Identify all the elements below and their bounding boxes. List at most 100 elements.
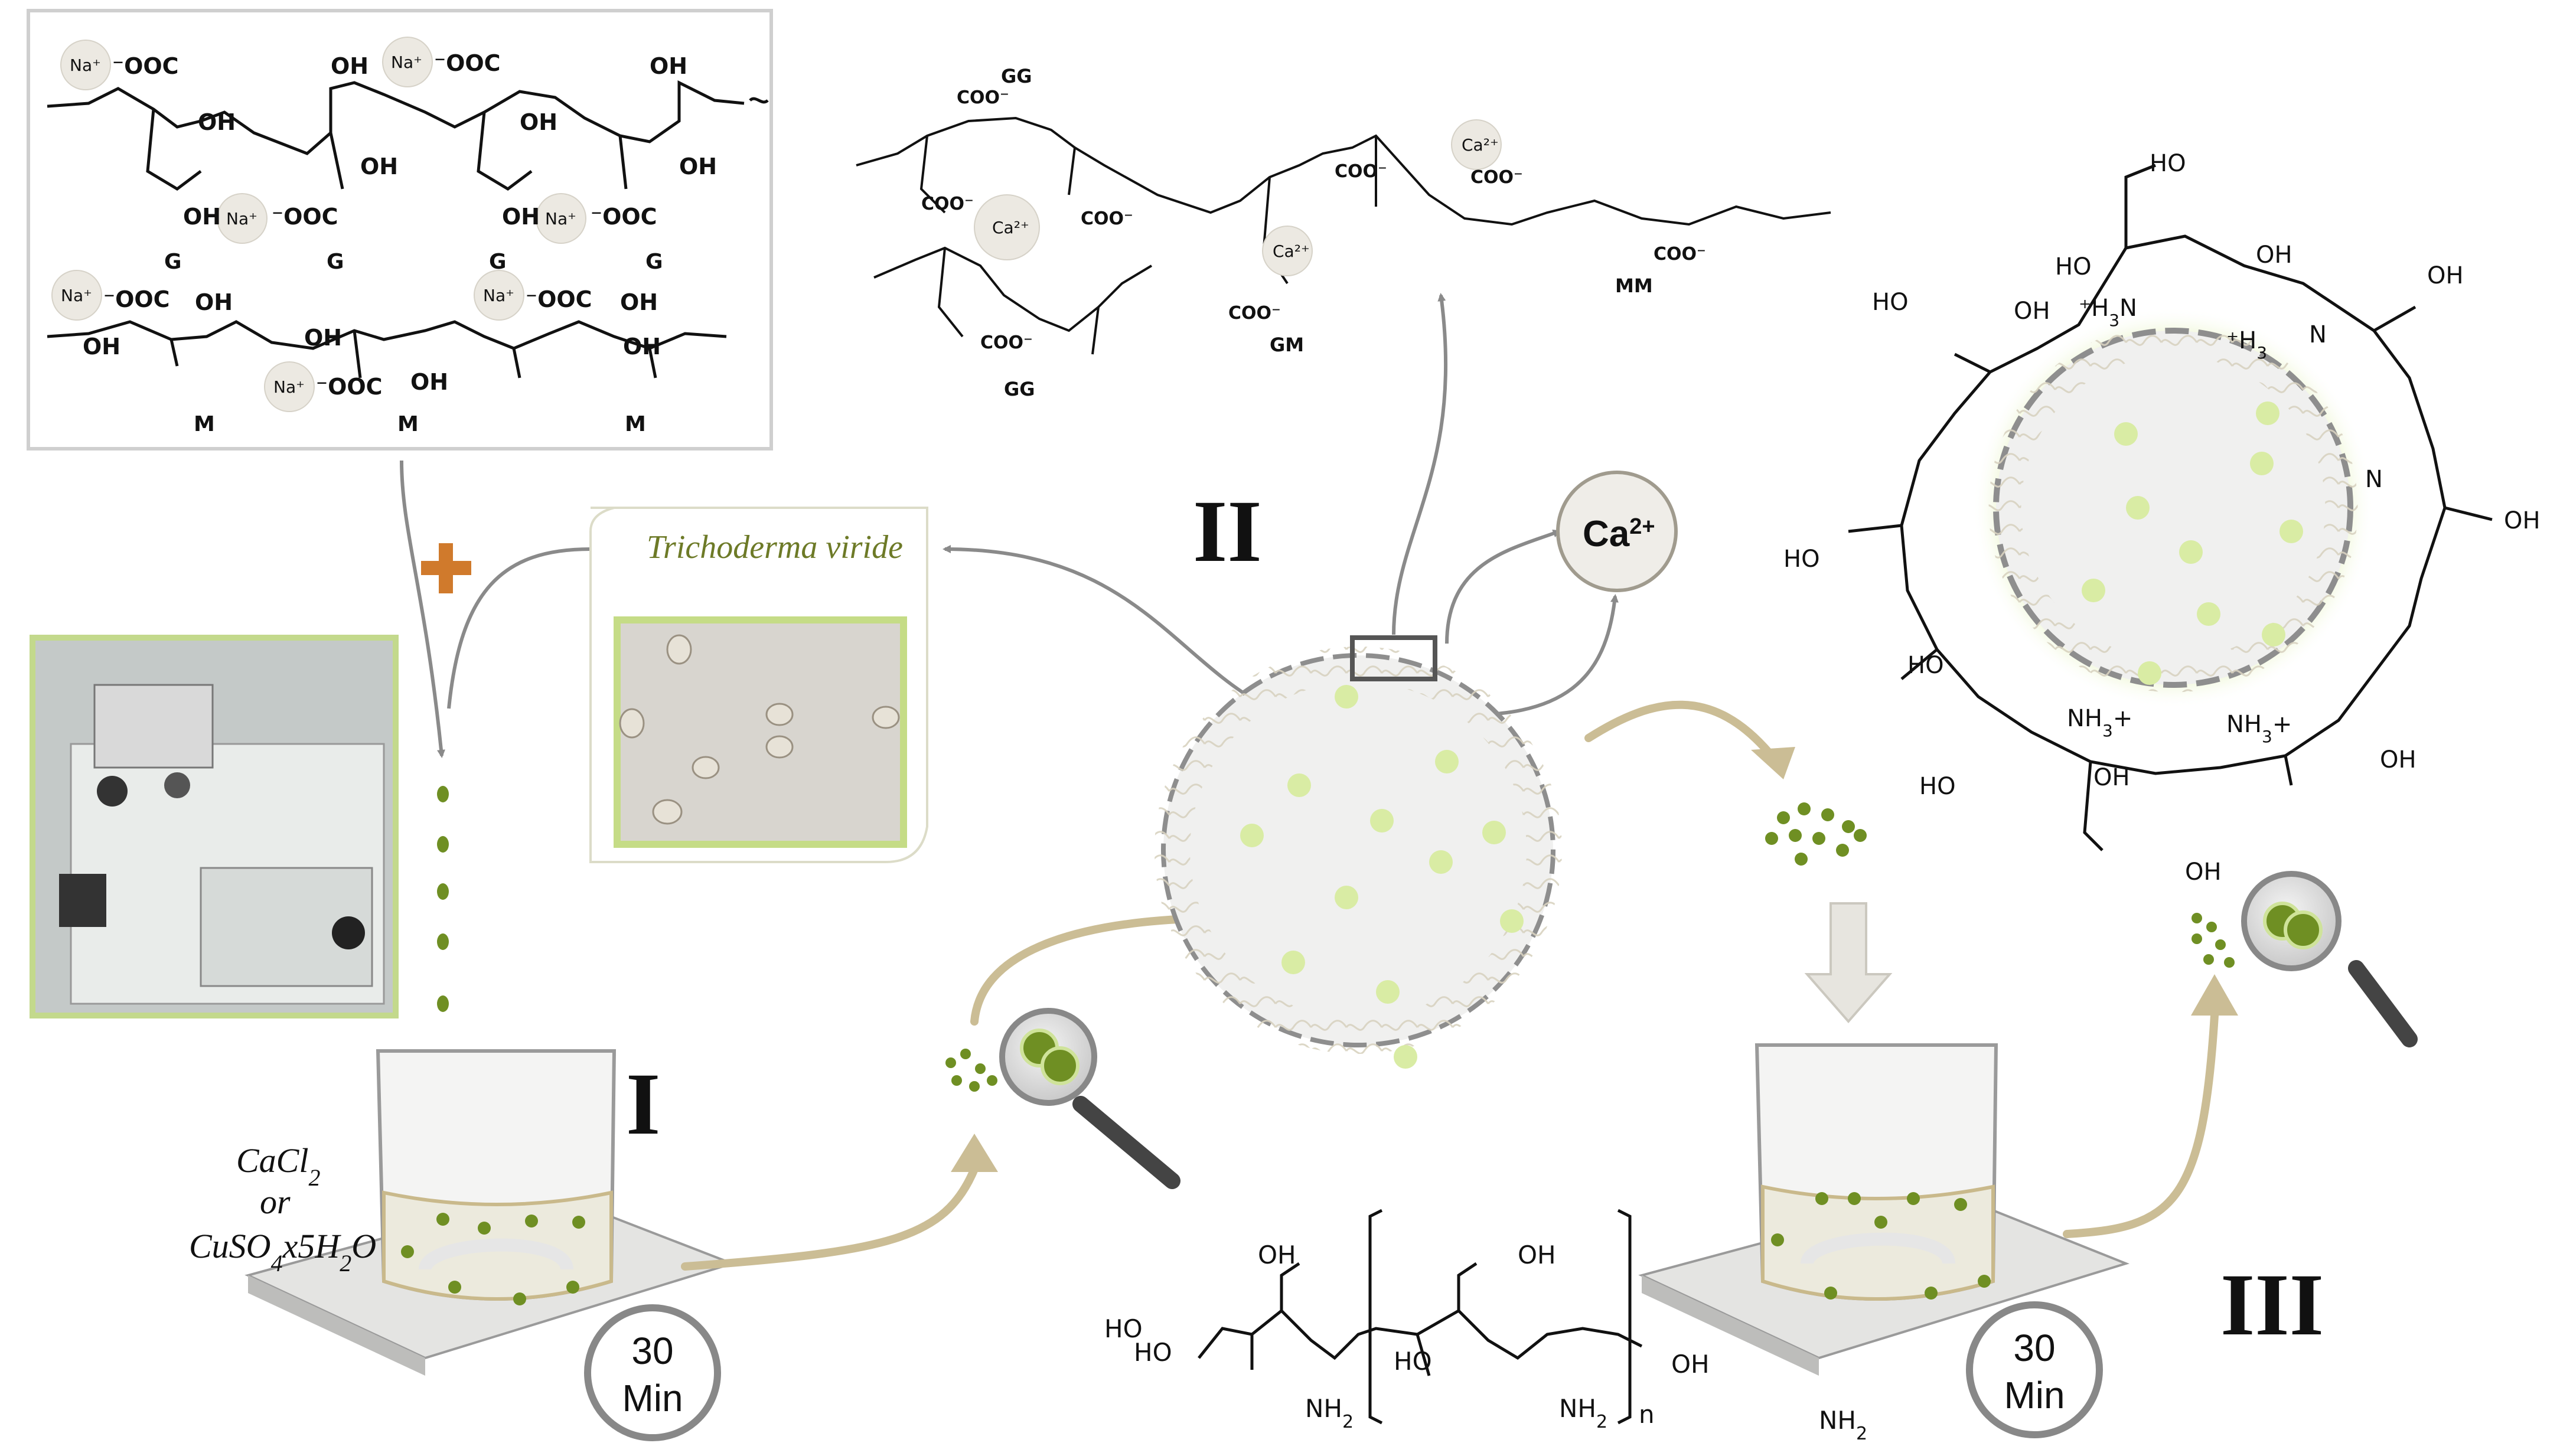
g-unit-label-4: G (645, 250, 663, 274)
stir-plate-2-side (1642, 1275, 1819, 1376)
timer-2-unit: Min (2004, 1374, 2065, 1416)
egg-ca-label-1: Ca²⁺ (992, 218, 1029, 237)
coo-label-4: COO⁻ (980, 332, 1033, 353)
timer-1 (584, 1304, 721, 1441)
calcium-ion-label: Ca2+ (1583, 514, 1655, 554)
organism-label: Trichoderma viride (647, 529, 903, 566)
flow-arrows-tan (681, 700, 2219, 1271)
chitosan-nh2-1: NH2 (1305, 1394, 1354, 1432)
ooc-label-4: ⁻OOC (591, 204, 657, 230)
ring-n-2: N (2365, 466, 2383, 493)
egg-ca-label-3: Ca²⁺ (1462, 135, 1499, 155)
ring-oh-4: OH (2427, 262, 2464, 289)
chitosan-oh-3: OH (1671, 1350, 1710, 1379)
egg-box-calcium (974, 119, 1502, 276)
chitosan-ho-2: HO (1134, 1338, 1172, 1367)
chitosan-ring-structure (1848, 164, 2493, 851)
coo-label-5: COO⁻ (1335, 161, 1387, 182)
na-label-7: Na⁺ (273, 377, 305, 397)
ooc-label-6: ⁻OOC (526, 286, 592, 312)
step-one-label: I (626, 1055, 660, 1153)
salt-line-1: CaCl2 (236, 1141, 321, 1191)
ring-oh-6: OH (2014, 298, 2050, 325)
gg-label-top: GG (1001, 65, 1032, 87)
m-unit-label-2: M (397, 412, 419, 436)
ring-oh-9: HO (1907, 652, 1944, 679)
oh-label-b4: OH (410, 369, 448, 395)
na-label-6: Na⁺ (483, 286, 514, 305)
stir-swirl-1 (419, 1238, 573, 1271)
ring-oh-1: HO (2150, 150, 2186, 177)
tan-arrowheads (951, 747, 2238, 1172)
oh-label-a8: OH (502, 204, 540, 230)
ooc-label-5: ⁻OOC (103, 286, 170, 312)
spores (619, 634, 900, 825)
oh-label-a2: OH (331, 53, 368, 79)
chitosan-nh2-3: NH2 (1819, 1406, 1867, 1444)
oh-label-a7: OH (183, 204, 221, 230)
coo-label-6: COO⁻ (1228, 303, 1281, 324)
oh-label-b3: OH (304, 325, 342, 351)
ooc-label-1: ⁻OOC (112, 53, 179, 79)
ring-nh3-3: NH3+ (2067, 705, 2132, 740)
beads-cluster-1 (945, 1049, 997, 1092)
flow-arrows-gray (400, 293, 1619, 758)
gg-label-bottom: GG (1004, 378, 1035, 400)
oh-label-a4: OH (520, 109, 557, 135)
na-label-2: Na⁺ (391, 53, 422, 72)
encapsulated-spores (2082, 401, 2303, 685)
capsule-zoom-box (1350, 635, 1437, 681)
egg-ca-label-2: Ca²⁺ (1273, 241, 1310, 261)
ooc-label-7: ⁻OOC (316, 374, 383, 400)
oh-label-b2: OH (83, 334, 120, 360)
coo-label-8: COO⁻ (1654, 244, 1706, 265)
ring-n-1: N (2309, 321, 2327, 348)
chitosan-polymer-structure (1198, 1209, 1643, 1425)
ooc-label-3: ⁻OOC (272, 204, 338, 230)
step-three-label: III (2220, 1256, 2324, 1354)
salt-line-3: CuSO4x5H2O (189, 1227, 376, 1277)
beads-in-beaker-2 (1771, 1192, 1991, 1300)
magnifier-2-icon (2241, 871, 2418, 1047)
salt-line-2: or (260, 1183, 291, 1221)
na-label-5: Na⁺ (61, 286, 92, 305)
ring-oh-2: HO (2055, 253, 2092, 280)
ring-oh-7: HO (1783, 546, 1820, 573)
capsule-spores (1240, 685, 1524, 1069)
timer-2 (1966, 1301, 2103, 1438)
oh-label-a6: OH (679, 154, 717, 179)
apparatus-knob (332, 916, 365, 949)
na-label-1: Na⁺ (70, 56, 101, 75)
na-label-4: Na⁺ (545, 209, 576, 228)
chitosan-ho-1: HO (1104, 1314, 1143, 1343)
m-unit-label-3: M (625, 412, 646, 436)
coo-label-1: COO⁻ (957, 87, 1009, 108)
ring-oh-11: HO (1919, 773, 1956, 800)
stir-plate-1-side (248, 1275, 425, 1376)
ring-oh-5: HO (1872, 289, 1909, 316)
beads-cluster-3 (2192, 913, 2235, 968)
ring-oh-3: OH (2256, 241, 2292, 269)
apparatus-panel (200, 867, 373, 987)
chitosan-oh-2: OH (1518, 1240, 1556, 1269)
coo-label-3: COO⁻ (921, 194, 974, 214)
ooc-label-2: ⁻OOC (434, 50, 501, 76)
sodium-bubbles (51, 37, 586, 412)
beads-in-beaker-1 (401, 1213, 585, 1305)
apparatus-block (59, 874, 106, 927)
ring-oh-8: OH (2504, 507, 2541, 534)
magnifier-1-icon (999, 1008, 1180, 1189)
calcium-ion-circle (1556, 471, 1678, 592)
timer-1-unit: Min (622, 1377, 683, 1419)
step-two-label: II (1193, 482, 1262, 580)
mm-label: MM (1615, 275, 1653, 297)
timer-1-value: 30 (631, 1330, 673, 1372)
ring-oh-12: OH (2093, 764, 2130, 791)
oh-label-b1: OH (195, 289, 233, 315)
oh-label-b5: OH (620, 289, 658, 315)
timer-2-value: 30 (2013, 1327, 2055, 1369)
ring-oh-13: OH (2185, 858, 2222, 886)
oh-label-a1: OH (198, 109, 236, 135)
oh-label-a5: OH (650, 53, 687, 79)
